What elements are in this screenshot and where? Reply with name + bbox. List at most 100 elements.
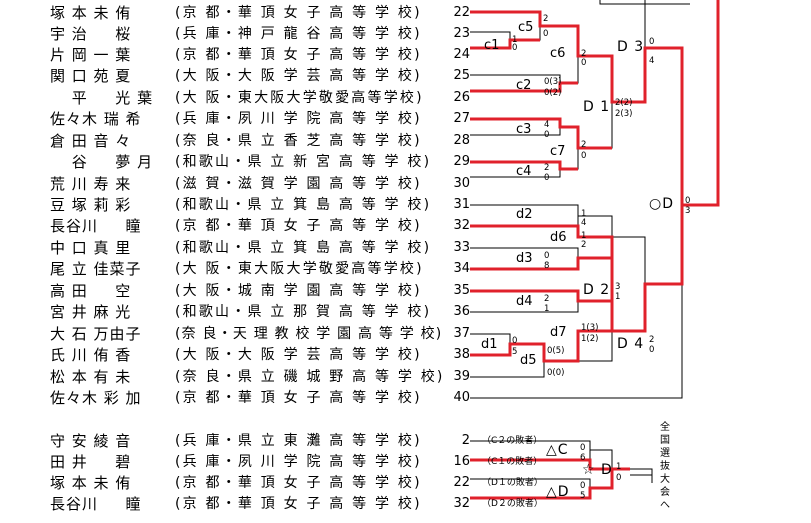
score: 2 (544, 163, 550, 173)
draw-number: 22 (453, 5, 470, 20)
player-name: 谷 夢 月 (50, 153, 154, 171)
player-school: (大 阪・東大阪大学敬愛高等学校) (175, 90, 424, 106)
player-name: 塚 本 未 侑 (50, 474, 132, 492)
match-label-tri-c: △C (546, 442, 569, 458)
match-label-d7: d7 (550, 325, 567, 340)
draw-number: 40 (453, 390, 470, 405)
match-label-c2: c2 (516, 78, 532, 93)
player-school: (京 都・華 頂 女 子 高 等 学 校) (175, 5, 422, 21)
score: 3 (615, 282, 621, 292)
score: 4 (649, 56, 655, 66)
score: 1 (615, 292, 621, 302)
player-name: 田 井 碧 (50, 453, 132, 471)
match-label-c7: c7 (550, 144, 566, 159)
score: 2 (543, 14, 549, 24)
player-school: (和歌山・県 立 箕 島 高 等 学 校) (175, 197, 432, 213)
score: 5 (580, 491, 586, 501)
draw-number: 32 (453, 496, 470, 511)
player-name: 長谷川 瞳 (50, 217, 142, 235)
score: 0 (616, 473, 622, 483)
draw-number: 16 (453, 454, 470, 469)
player-school: (奈 良・天 理 教 校 学 園 高 等 学 校) (175, 326, 443, 342)
draw-number: 2 (461, 433, 470, 448)
score: 0 (512, 336, 518, 346)
draw-number: 32 (453, 218, 470, 233)
draw-number: 25 (453, 68, 470, 83)
match-label-tri-d: △D (546, 484, 570, 500)
score: 1 (616, 462, 622, 472)
score: 2 (581, 140, 587, 150)
match-label-d6: d6 (550, 230, 567, 245)
player-name: 平 光 葉 (50, 89, 154, 107)
loser-note: （C２の敗者） (482, 436, 543, 446)
player-name: 佐々木 彩 加 (50, 389, 142, 407)
player-name: 関 口 苑 夏 (50, 67, 132, 85)
player-school: (京 都・華 頂 女 子 高 等 学 校) (175, 475, 422, 491)
score: 2(2) (615, 98, 633, 108)
player-school: (大 阪・東大阪大学敬愛高等学校) (175, 261, 424, 277)
player-name: 倉 田 音 々 (50, 132, 132, 150)
player-name: 豆 塚 莉 彩 (50, 196, 132, 214)
score: 2 (581, 240, 587, 250)
score: 5 (512, 347, 518, 357)
match-label-OD: ○D (649, 196, 674, 212)
match-label-D4: D 4 (617, 336, 645, 352)
player-name: 荒 川 寿 来 (50, 175, 132, 193)
advance-note-vertical: 全国選抜大会へ (660, 422, 670, 511)
match-label-d5: d5 (520, 353, 537, 368)
player-name: 佐々木 瑞 希 (50, 110, 142, 128)
score: 1 (581, 209, 587, 219)
draw-number: 34 (453, 261, 470, 276)
draw-number: 24 (453, 47, 470, 62)
score: 1 (581, 231, 587, 241)
match-label-D2: D 2 (583, 282, 611, 298)
player-school: (奈 良・県 立 磯 城 野 高 等 学 校) (175, 369, 445, 385)
draw-number: 35 (453, 283, 470, 298)
score: 3 (685, 206, 691, 216)
player-name: 松 本 有 未 (50, 368, 132, 386)
draw-number: 23 (453, 26, 470, 41)
player-school: (兵 庫・神 戸 龍 谷 高 等 学 校) (175, 26, 422, 42)
match-label-c4: c4 (516, 164, 532, 179)
player-name: 守 安 綾 音 (50, 432, 132, 450)
score: 1(2) (581, 334, 599, 344)
score: 2 (581, 49, 587, 59)
score: 2(3) (615, 109, 633, 119)
player-school: (兵 庫・夙 川 学 院 高 等 学 校) (175, 454, 422, 470)
player-school: (大 阪・城 南 学 園 高 等 学 校) (175, 283, 422, 299)
match-label-D3: D 3 (617, 39, 645, 55)
score: 2 (649, 335, 655, 345)
match-label-d4: d4 (516, 294, 533, 309)
score: 0 (544, 130, 550, 140)
score: 4 (544, 120, 550, 130)
draw-number: 39 (453, 369, 470, 384)
match-label-c1: c1 (484, 38, 500, 53)
player-name: 高 田 空 (50, 282, 132, 300)
score: 2 (544, 294, 550, 304)
player-name: 長谷川 瞳 (50, 495, 142, 513)
score: 0(2) (544, 88, 562, 98)
player-name: 宮 井 麻 光 (50, 303, 132, 321)
score: 0 (580, 481, 586, 491)
score: 0(5) (547, 346, 565, 356)
draw-number: 29 (453, 154, 470, 169)
player-school: (和歌山・県 立 箕 島 高 等 学 校) (175, 240, 432, 256)
draw-number: 31 (453, 197, 470, 212)
score: 0 (544, 173, 550, 183)
draw-number: 38 (453, 347, 470, 362)
score: 0 (544, 251, 550, 261)
player-school: (京 都・華 頂 女 子 高 等 学 校) (175, 218, 422, 234)
player-school: (京 都・華 頂 女 子 高 等 学 校) (175, 390, 422, 406)
player-school: (兵 庫・県 立 東 灘 高 等 学 校) (175, 433, 422, 449)
player-school: (京 都・華 頂 女 子 高 等 学 校) (175, 47, 422, 63)
score: 0 (581, 58, 587, 68)
player-name: 尾 立 佳菜子 (50, 260, 142, 278)
score: 0(3) (544, 77, 562, 87)
score: 8 (544, 261, 550, 271)
draw-number: 36 (453, 304, 470, 319)
player-school: (大 阪・大 阪 学 芸 高 等 学 校) (175, 68, 422, 84)
score: 0 (512, 43, 518, 53)
match-label-c5: c5 (518, 20, 534, 35)
player-school: (大 阪・大 阪 学 芸 高 等 学 校) (175, 347, 422, 363)
